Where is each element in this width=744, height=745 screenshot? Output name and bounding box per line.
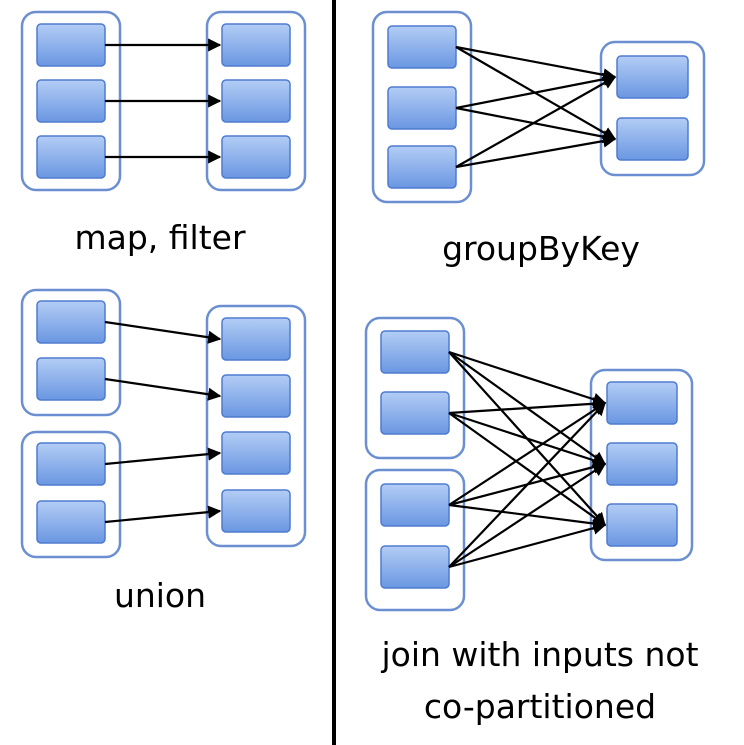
join-caption-line-2: co-partitioned xyxy=(424,687,656,726)
dependency-arrow xyxy=(448,397,607,415)
partition xyxy=(36,300,106,344)
partition xyxy=(380,483,450,527)
dependency-arrow xyxy=(448,350,607,406)
partition xyxy=(380,391,450,435)
group-by-key-caption: groupByKey xyxy=(442,229,640,268)
partition xyxy=(387,86,457,130)
partition xyxy=(36,500,106,544)
partition xyxy=(387,145,457,189)
dependency-arrow xyxy=(448,521,607,569)
dependency-arrow xyxy=(455,72,617,110)
partition xyxy=(36,23,106,67)
partition xyxy=(387,25,457,69)
partition xyxy=(380,545,450,589)
dependency-arrow xyxy=(104,447,222,466)
union-diagram: union xyxy=(20,288,307,615)
partition xyxy=(616,117,689,161)
partition xyxy=(36,442,106,486)
partition xyxy=(36,79,106,123)
dependency-arrow xyxy=(448,412,607,526)
dependency-arrow xyxy=(104,377,222,401)
group-by-key-diagram: groupByKey xyxy=(371,10,706,268)
union-caption: union xyxy=(114,576,206,615)
partition xyxy=(606,442,678,486)
dependency-arrow xyxy=(455,76,617,168)
map-filter-diagram: map, filter xyxy=(20,10,307,257)
dependency-arrow xyxy=(104,320,222,344)
union-output-rdd xyxy=(205,304,307,548)
dependency-arrow xyxy=(455,45,617,82)
dependency-arrow xyxy=(455,106,617,144)
dependency-arrow xyxy=(104,505,222,524)
dependency-arrow xyxy=(448,411,607,467)
partition xyxy=(380,330,450,374)
join-caption-line-1: join with inputs not xyxy=(380,635,698,674)
map-filter-caption: map, filter xyxy=(74,218,245,257)
dependency-arrow xyxy=(448,402,607,506)
partition xyxy=(221,79,291,123)
partition xyxy=(36,357,106,401)
dependency-arrow xyxy=(448,402,606,568)
dependency-arrow xyxy=(448,463,607,568)
partition xyxy=(221,135,291,179)
partition xyxy=(221,23,291,67)
partition xyxy=(606,503,678,547)
partition xyxy=(221,489,291,533)
join-diagram: join with inputs not co-partitioned xyxy=(364,316,699,726)
partition xyxy=(36,135,106,179)
partition xyxy=(221,317,291,361)
partition xyxy=(606,381,678,425)
partition xyxy=(221,374,291,418)
partition xyxy=(221,431,291,475)
dependency-arrow xyxy=(455,134,617,169)
partition xyxy=(616,55,689,99)
